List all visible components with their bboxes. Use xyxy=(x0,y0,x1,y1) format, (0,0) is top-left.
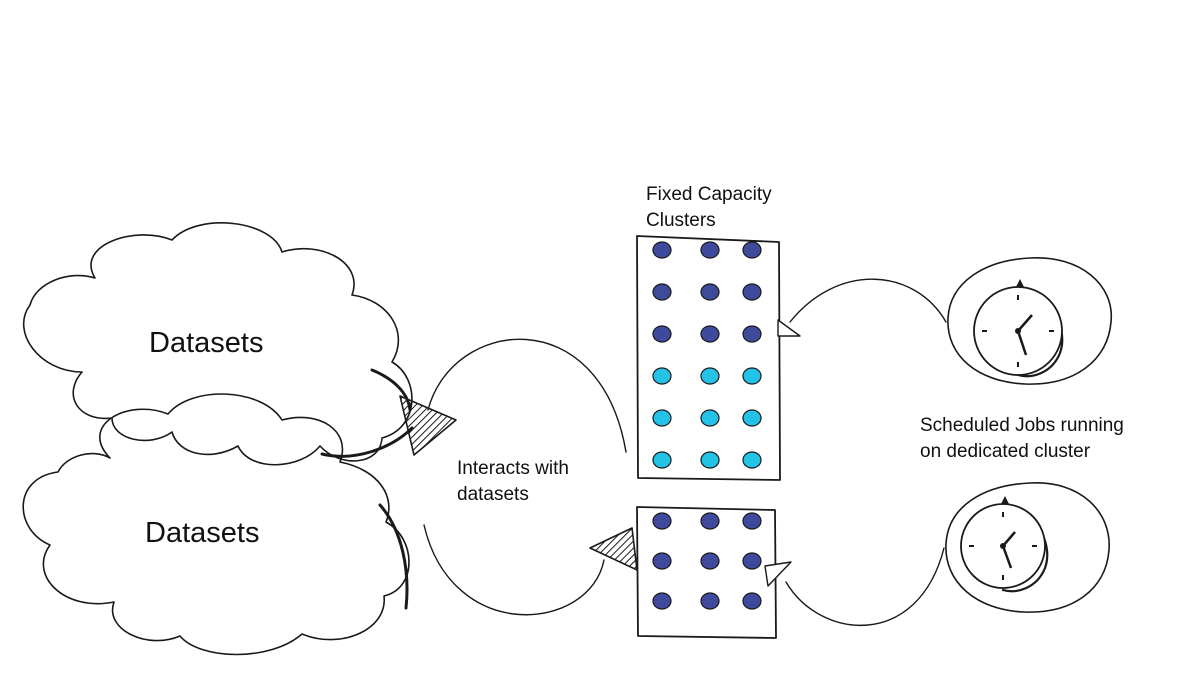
cluster-bottom-nodes xyxy=(652,512,762,610)
cluster-top xyxy=(636,235,781,481)
arrowhead-icon xyxy=(589,527,638,571)
cluster-node xyxy=(742,367,762,385)
cluster-node xyxy=(652,283,672,301)
dataset-cloud-top: Datasets xyxy=(22,222,414,466)
cluster-node xyxy=(742,592,762,610)
arrowhead-icon xyxy=(399,395,457,456)
cluster-node xyxy=(700,283,720,301)
cloud-icon xyxy=(22,393,410,656)
cluster-node xyxy=(742,409,762,427)
connector-datasets-to-bottom-cluster xyxy=(423,524,605,616)
scheduled-jobs-label-line1: Scheduled Jobs running xyxy=(920,415,1124,436)
scheduled-job-top xyxy=(947,257,1113,385)
scheduled-jobs-label-line2: on dedicated cluster xyxy=(920,441,1091,462)
cluster-node xyxy=(742,552,762,570)
connector-job-to-bottom-cluster xyxy=(785,547,945,627)
cluster-top-nodes xyxy=(652,241,762,469)
cluster-node xyxy=(700,512,720,530)
cluster-node xyxy=(700,552,720,570)
cluster-node xyxy=(700,241,720,259)
fixed-capacity-label-line2: Clusters xyxy=(646,210,716,231)
arrowhead-icon xyxy=(764,561,792,587)
cluster-node xyxy=(742,241,762,259)
cluster-node xyxy=(652,325,672,343)
dataset-cloud-bottom: Datasets xyxy=(22,393,410,656)
cluster-node xyxy=(700,367,720,385)
scheduled-job-bottom xyxy=(945,482,1110,613)
clock-icon xyxy=(960,496,1049,593)
cluster-node xyxy=(652,592,672,610)
cluster-node xyxy=(652,512,672,530)
connector-cloud-to-cluster xyxy=(427,338,627,453)
cluster-node xyxy=(652,552,672,570)
cluster-node xyxy=(652,451,672,469)
cluster-node xyxy=(652,241,672,259)
interacts-label-line1: Interacts with xyxy=(457,458,569,479)
connector-job-to-top-cluster xyxy=(789,278,947,323)
cluster-node xyxy=(742,512,762,530)
arrowhead-icon xyxy=(777,319,801,337)
cluster-node xyxy=(700,325,720,343)
interacts-label-line2: datasets xyxy=(457,484,529,505)
cluster-node xyxy=(742,325,762,343)
cluster-bottom xyxy=(636,506,777,639)
cluster-node xyxy=(742,451,762,469)
cluster-node xyxy=(652,367,672,385)
dataset-label-top: Datasets xyxy=(149,327,263,359)
fixed-capacity-label-line1: Fixed Capacity xyxy=(646,184,772,205)
cluster-node xyxy=(652,409,672,427)
cluster-node xyxy=(700,409,720,427)
cluster-node xyxy=(700,592,720,610)
dataset-label-bottom: Datasets xyxy=(145,517,259,549)
cluster-node xyxy=(742,283,762,301)
clock-icon xyxy=(973,279,1064,378)
cluster-node xyxy=(700,451,720,469)
cloud-icon xyxy=(22,222,413,466)
